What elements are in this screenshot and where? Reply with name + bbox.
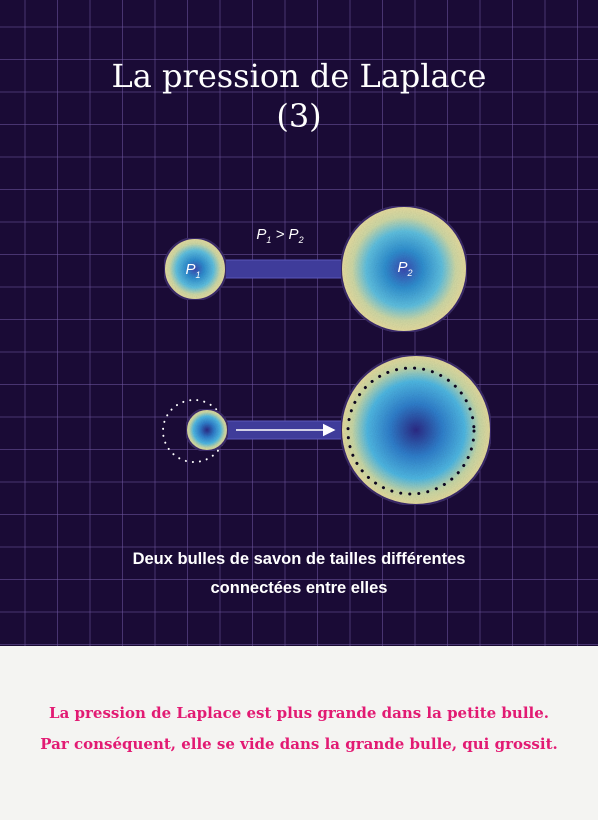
small-bubble-label: P1: [185, 261, 200, 280]
caption-line-1: Deux bulles de savon de tailles différen…: [132, 550, 466, 568]
small-bubble-p: P: [185, 261, 195, 278]
small-bubble-sub: 1: [196, 270, 201, 280]
connecting-tube-top: [221, 259, 353, 279]
page-title: La pression de Laplace (3): [0, 56, 598, 136]
caption-line-2: connectées entre elles: [210, 579, 388, 597]
pressure-relation: P1 > P2: [256, 226, 303, 245]
relation-p2-sub: 2: [298, 235, 304, 245]
title-line-1: La pression de Laplace: [111, 57, 487, 95]
former-large-bubble-outline: [346, 366, 476, 496]
relation-operator: >: [271, 226, 288, 243]
conclusion-line-1: La pression de Laplace est plus grande d…: [49, 704, 549, 722]
title-line-2: (3): [276, 97, 322, 135]
small-bubble-bottom: [185, 408, 229, 452]
large-bubble-p: P: [397, 259, 407, 276]
large-bubble-bottom: [340, 354, 492, 506]
diagram-panel: La pression de Laplace (3): [0, 0, 598, 646]
diagram-caption: Deux bulles de savon de tailles différen…: [0, 545, 598, 603]
small-bubble-top: [163, 237, 227, 301]
conclusion-line-2: Par conséquent, elle se vide dans la gra…: [40, 735, 558, 753]
relation-p1: P: [256, 226, 266, 243]
relation-p2: P: [289, 226, 299, 243]
conclusion-panel: [0, 646, 598, 820]
conclusion-text: La pression de Laplace est plus grande d…: [0, 698, 598, 760]
bubbles-diagram: P1 > P2 P1 P2: [162, 205, 492, 506]
large-bubble-top: [340, 205, 468, 333]
relation-p1-sub: 1: [266, 235, 271, 245]
large-bubble-sub: 2: [407, 268, 413, 278]
large-bubble-label: P2: [397, 259, 412, 278]
